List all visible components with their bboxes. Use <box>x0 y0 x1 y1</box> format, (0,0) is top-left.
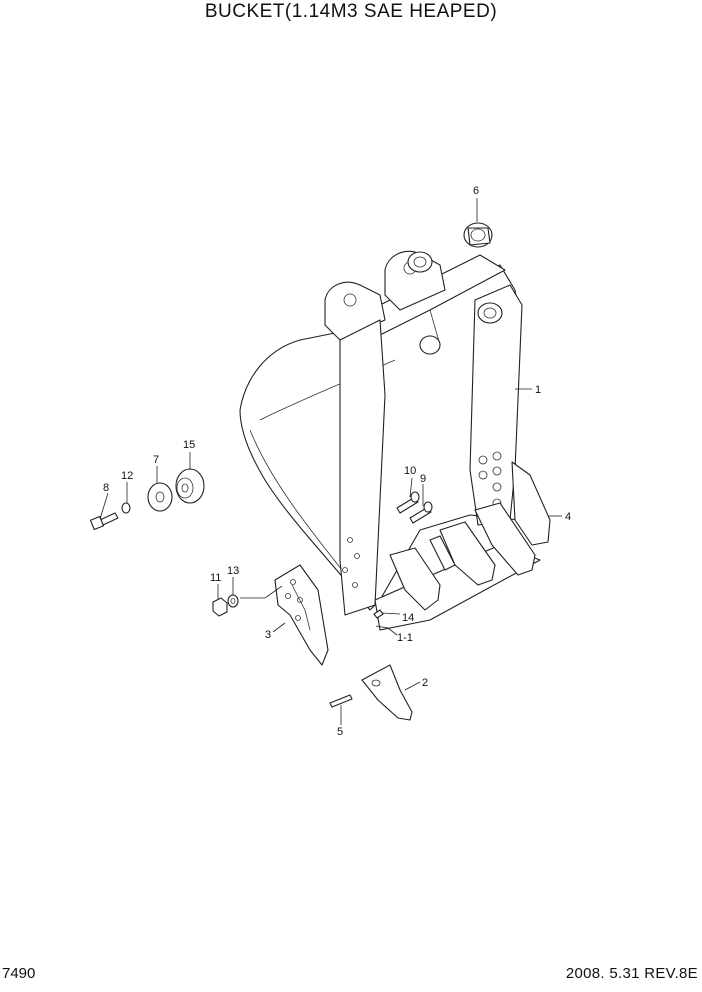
callout-12: 12 <box>121 470 133 482</box>
nut-and-washer <box>212 594 239 617</box>
callout-1: 1 <box>535 384 541 396</box>
callout-5: 5 <box>337 726 343 738</box>
tooth-and-pin <box>329 664 413 721</box>
pin-assembly <box>89 468 205 531</box>
callout-1-1: 1-1 <box>397 632 413 644</box>
bucket-teeth <box>389 502 536 611</box>
callout-11: 11 <box>210 572 221 584</box>
tooth-lock-pin <box>373 609 384 619</box>
bolts <box>396 491 433 524</box>
page-title: BUCKET(1.14M3 SAE HEAPED) <box>204 1 498 22</box>
callout-6: 6 <box>473 185 479 197</box>
revision-date: 2008. 5.31 REV.8E <box>565 965 698 982</box>
bushing <box>463 222 493 248</box>
callout-8: 8 <box>103 482 109 494</box>
callout-13: 13 <box>227 565 239 577</box>
side-cutter-left <box>274 564 329 666</box>
callout-2: 2 <box>422 677 428 689</box>
callout-10: 10 <box>404 465 416 477</box>
page-code: 7490 <box>2 965 36 982</box>
callout-4: 4 <box>565 511 571 523</box>
side-cutter-right <box>511 461 551 546</box>
callout-15: 15 <box>183 439 195 451</box>
leader-lines <box>99 198 562 725</box>
callout-3: 3 <box>265 629 271 641</box>
callout-9: 9 <box>420 473 426 485</box>
bucket-body <box>239 250 541 631</box>
callout-labels: 6 1 4 15 7 12 8 10 9 11 13 3 14 1-1 2 5 <box>103 185 571 738</box>
callout-14: 14 <box>402 612 414 624</box>
callout-7: 7 <box>153 454 159 466</box>
